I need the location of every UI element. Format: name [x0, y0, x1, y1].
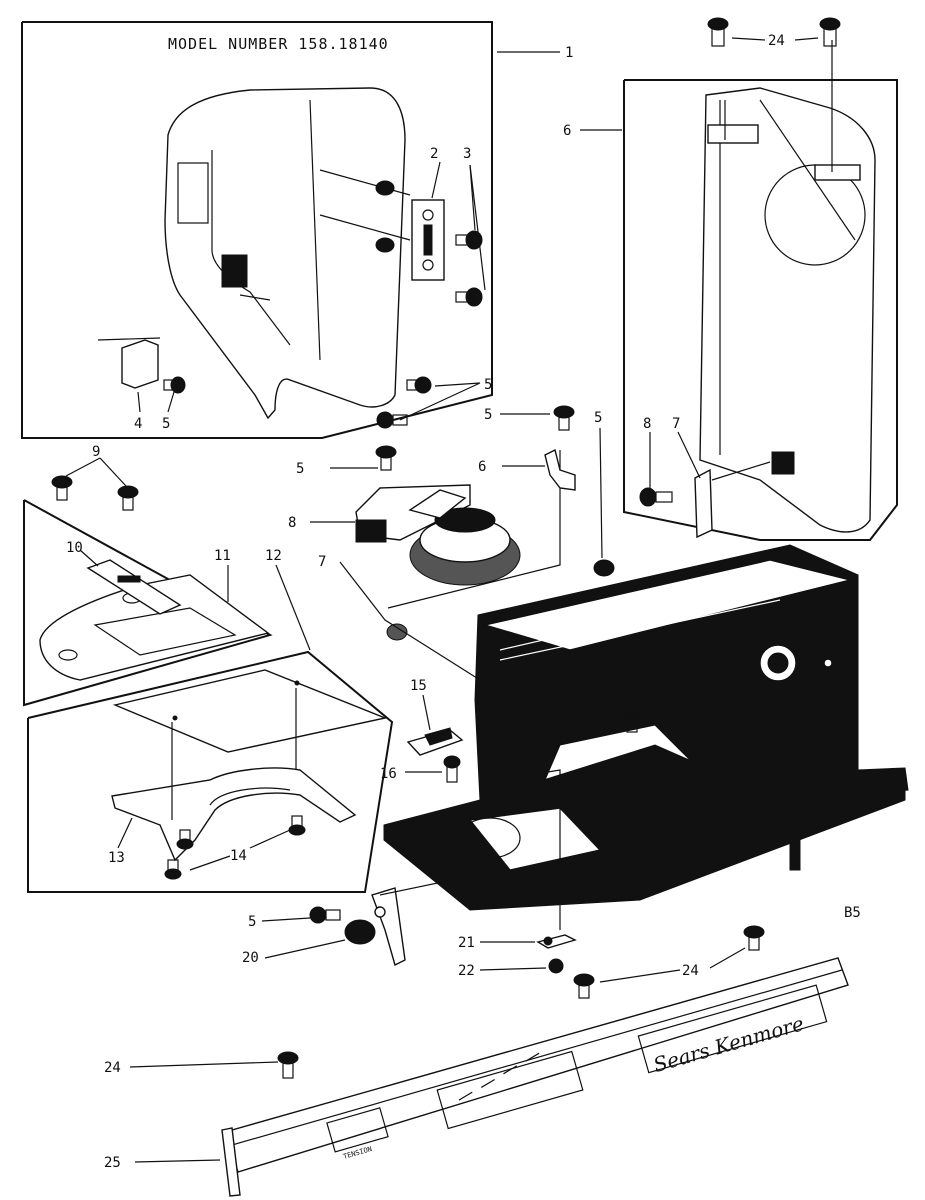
screw: [573, 973, 595, 999]
callout-5-latch: 5: [484, 407, 492, 423]
callout-20-left: 16: [380, 766, 397, 782]
callout-10: 6: [478, 459, 486, 475]
throat-plate-panel: [23, 499, 273, 707]
callout-17: 13: [108, 850, 125, 866]
screw: [375, 445, 397, 471]
callout-1: 1: [565, 45, 573, 61]
rear-cover-panel: 8 7 6: [563, 40, 898, 541]
bobbin-latch-part: [536, 934, 577, 949]
screw: [309, 906, 341, 924]
thread-guide-part: [406, 727, 464, 756]
screw: [455, 287, 483, 307]
screw: [639, 487, 673, 507]
spring-plate: [111, 767, 357, 862]
screw: [553, 405, 575, 431]
callout-18: 14: [230, 848, 247, 864]
screw: [406, 376, 432, 394]
screw: [707, 17, 729, 47]
screw: [623, 705, 641, 733]
panel-code: B5: [844, 905, 861, 921]
model-number-title: MODEL NUMBER 158.18140: [168, 35, 389, 53]
callout-16: 12: [265, 548, 282, 564]
callout-21: 20: [242, 950, 259, 966]
callout-24-nameplate: 24: [682, 963, 699, 979]
screw: [288, 815, 306, 836]
face-cover-panel: MODEL NUMBER 158.18140: [21, 21, 573, 439]
screw: [743, 925, 765, 951]
bushing-part: [386, 623, 408, 641]
callout-2: 2: [430, 146, 438, 162]
callout-22: 21: [458, 935, 475, 951]
callout-9: 5: [594, 410, 602, 426]
slide-plate: [86, 559, 182, 615]
callout-5-hinge: 5: [484, 377, 492, 393]
callout-12: 8: [288, 515, 296, 531]
knob-part: [593, 559, 615, 577]
screw: [443, 755, 461, 783]
callout-25: 25: [104, 1155, 121, 1171]
stitch-dial-assembly: [355, 484, 521, 586]
screw: [117, 485, 139, 511]
screw: [164, 859, 182, 880]
callout-4: 4: [134, 416, 142, 432]
callout-19: 15: [410, 678, 427, 694]
callout-3: 3: [463, 146, 471, 162]
callout-11: 7: [318, 554, 326, 570]
callout-13: 9: [92, 444, 100, 460]
screw: [548, 958, 564, 974]
callout-20-right: 17: [555, 728, 572, 744]
latch-part: [544, 448, 576, 491]
bed-plate-panel: 13 14: [27, 650, 394, 893]
callout-24-top: 24: [768, 33, 785, 49]
tension-label: TENSION: [342, 1145, 373, 1161]
front-nameplate: TENSION Sears Kenmore: [221, 957, 849, 1197]
screw: [376, 411, 408, 429]
callout-5-dial: 5: [296, 461, 304, 477]
screw: [819, 17, 841, 47]
screw: [176, 829, 194, 850]
hinge-bracket: [411, 199, 445, 281]
face-cover: [164, 87, 406, 420]
callout-8: 8: [643, 416, 651, 432]
callout-7: 7: [672, 416, 680, 432]
machine-body: [383, 544, 909, 930]
screw: [51, 475, 73, 501]
callout-5-clip: 5: [162, 416, 170, 432]
clip-part: [121, 339, 186, 394]
tension-assembly: [344, 887, 406, 967]
screw: [277, 1051, 299, 1079]
callout-14: 10: [66, 540, 83, 556]
callout-6: 6: [563, 123, 571, 139]
callout-15: 11: [214, 548, 231, 564]
bed-plate: [112, 669, 388, 753]
callout-24-left: 24: [104, 1060, 121, 1076]
callout-5-tension: 5: [248, 914, 256, 930]
callout-23: 22: [458, 963, 475, 979]
rear-cover: [699, 87, 876, 533]
